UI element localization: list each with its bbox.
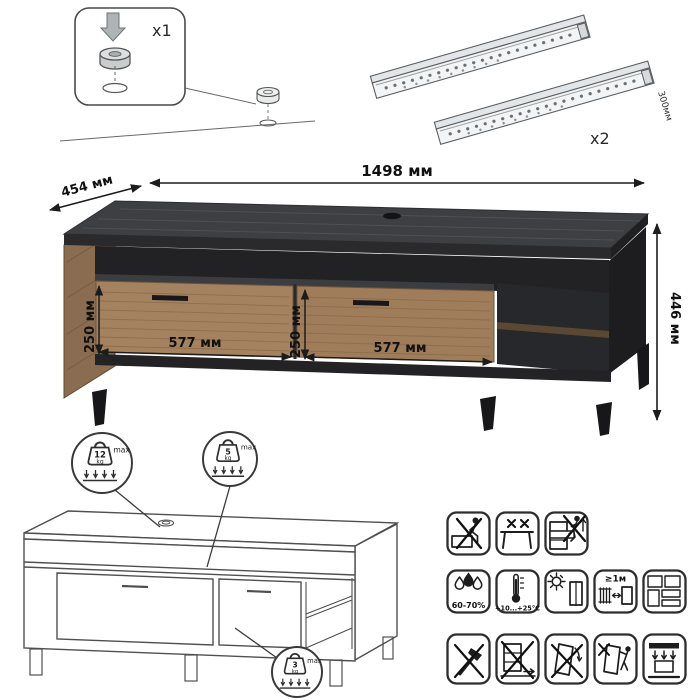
weight-icon xyxy=(222,439,234,446)
humidity-label: 60-70% xyxy=(452,601,486,610)
insert-arrow-icon xyxy=(99,12,127,42)
no-dragging-icon xyxy=(495,633,540,685)
outline-drawer-1 xyxy=(56,572,214,646)
load-top-value: 12 xyxy=(94,451,106,461)
cable-hole xyxy=(383,212,401,220)
weight-icon xyxy=(289,652,301,659)
no-climbing-icon xyxy=(544,511,589,556)
foot-detail-callout: x1 xyxy=(59,7,316,142)
load-callout-top: 12 kg max xyxy=(71,432,161,528)
foot-leader-lines xyxy=(59,86,316,142)
care-icons-grid: 60-70% +10...+25°C ≥1м xyxy=(446,511,687,685)
temperature-icon: +10...+25°C xyxy=(495,569,540,614)
drawer2-height-label: 250 мм xyxy=(289,305,304,358)
load-callout-shelf: 5 kg max xyxy=(202,431,258,568)
placement-icon xyxy=(642,569,687,614)
drawer-slide-icon xyxy=(369,14,591,100)
drawer-slides-detail: x2 300мм xyxy=(369,14,674,148)
depth-dimension-label: 454 мм xyxy=(60,173,115,201)
temperature-label: +10...+25°C xyxy=(495,605,540,613)
drawer-handle xyxy=(152,295,188,301)
slide-length-label: 300мм xyxy=(655,90,674,122)
load-callout-drawer: 3 kg max xyxy=(234,627,323,698)
compartment-shelf xyxy=(497,322,609,338)
load-shelf-value: 5 xyxy=(225,447,231,456)
drawer-slide-icon xyxy=(433,60,655,146)
foot-qty-label: x1 xyxy=(152,21,172,40)
drawer1-width-label: 577 мм xyxy=(169,336,222,351)
drawer2-width-line xyxy=(303,353,494,366)
no-pushing-alone-icon xyxy=(593,633,638,685)
drawer-handle xyxy=(353,300,389,306)
heavy-load-icon xyxy=(642,633,687,685)
furniture-foot-icon xyxy=(99,47,131,94)
load-shelf-max: max xyxy=(241,443,257,452)
sunlight-icon xyxy=(544,569,589,614)
height-dimension-label: 446 мм xyxy=(667,292,682,345)
no-tilting-icon xyxy=(544,633,589,685)
load-top-max: max xyxy=(114,446,131,455)
drawer1-height-label: 250 мм xyxy=(83,300,98,353)
weight-icon xyxy=(94,441,106,448)
legs xyxy=(92,343,649,436)
drawer1-width-line xyxy=(97,348,293,361)
width-dimension-label: 1498 мм xyxy=(361,162,433,180)
outline-legs xyxy=(29,636,394,687)
right-end-panel xyxy=(609,227,646,374)
drawer-dimensions: 250 мм 577 мм 250 мм 577 мм xyxy=(83,284,494,366)
overall-dimensions: 1498 мм 454 мм 446 мм xyxy=(48,162,682,422)
distance-label: ≥1м xyxy=(605,575,626,585)
slides-qty-label: x2 xyxy=(590,129,610,148)
no-tools-icon xyxy=(446,633,491,685)
load-limit-diagram xyxy=(23,510,400,687)
tv-stand-illustration xyxy=(62,200,650,436)
load-drawer-unit: kg xyxy=(292,669,299,675)
no-standing-icon xyxy=(495,511,540,556)
load-drawer-value: 3 xyxy=(292,660,297,669)
outline-compartment xyxy=(305,578,353,649)
depth-dimension-line xyxy=(48,184,143,212)
wall-distance-icon: ≥1м xyxy=(593,569,638,614)
no-sitting-icon xyxy=(446,511,491,556)
humidity-icon: 60-70% xyxy=(446,569,491,614)
load-drawer-max: max xyxy=(307,657,322,665)
outline-front xyxy=(23,538,356,662)
right-drawer xyxy=(296,285,495,363)
drawer2-width-label: 577 мм xyxy=(374,341,427,356)
load-top-unit: kg xyxy=(96,459,103,466)
bottom-frame xyxy=(95,354,611,382)
load-shelf-unit: kg xyxy=(225,456,232,462)
